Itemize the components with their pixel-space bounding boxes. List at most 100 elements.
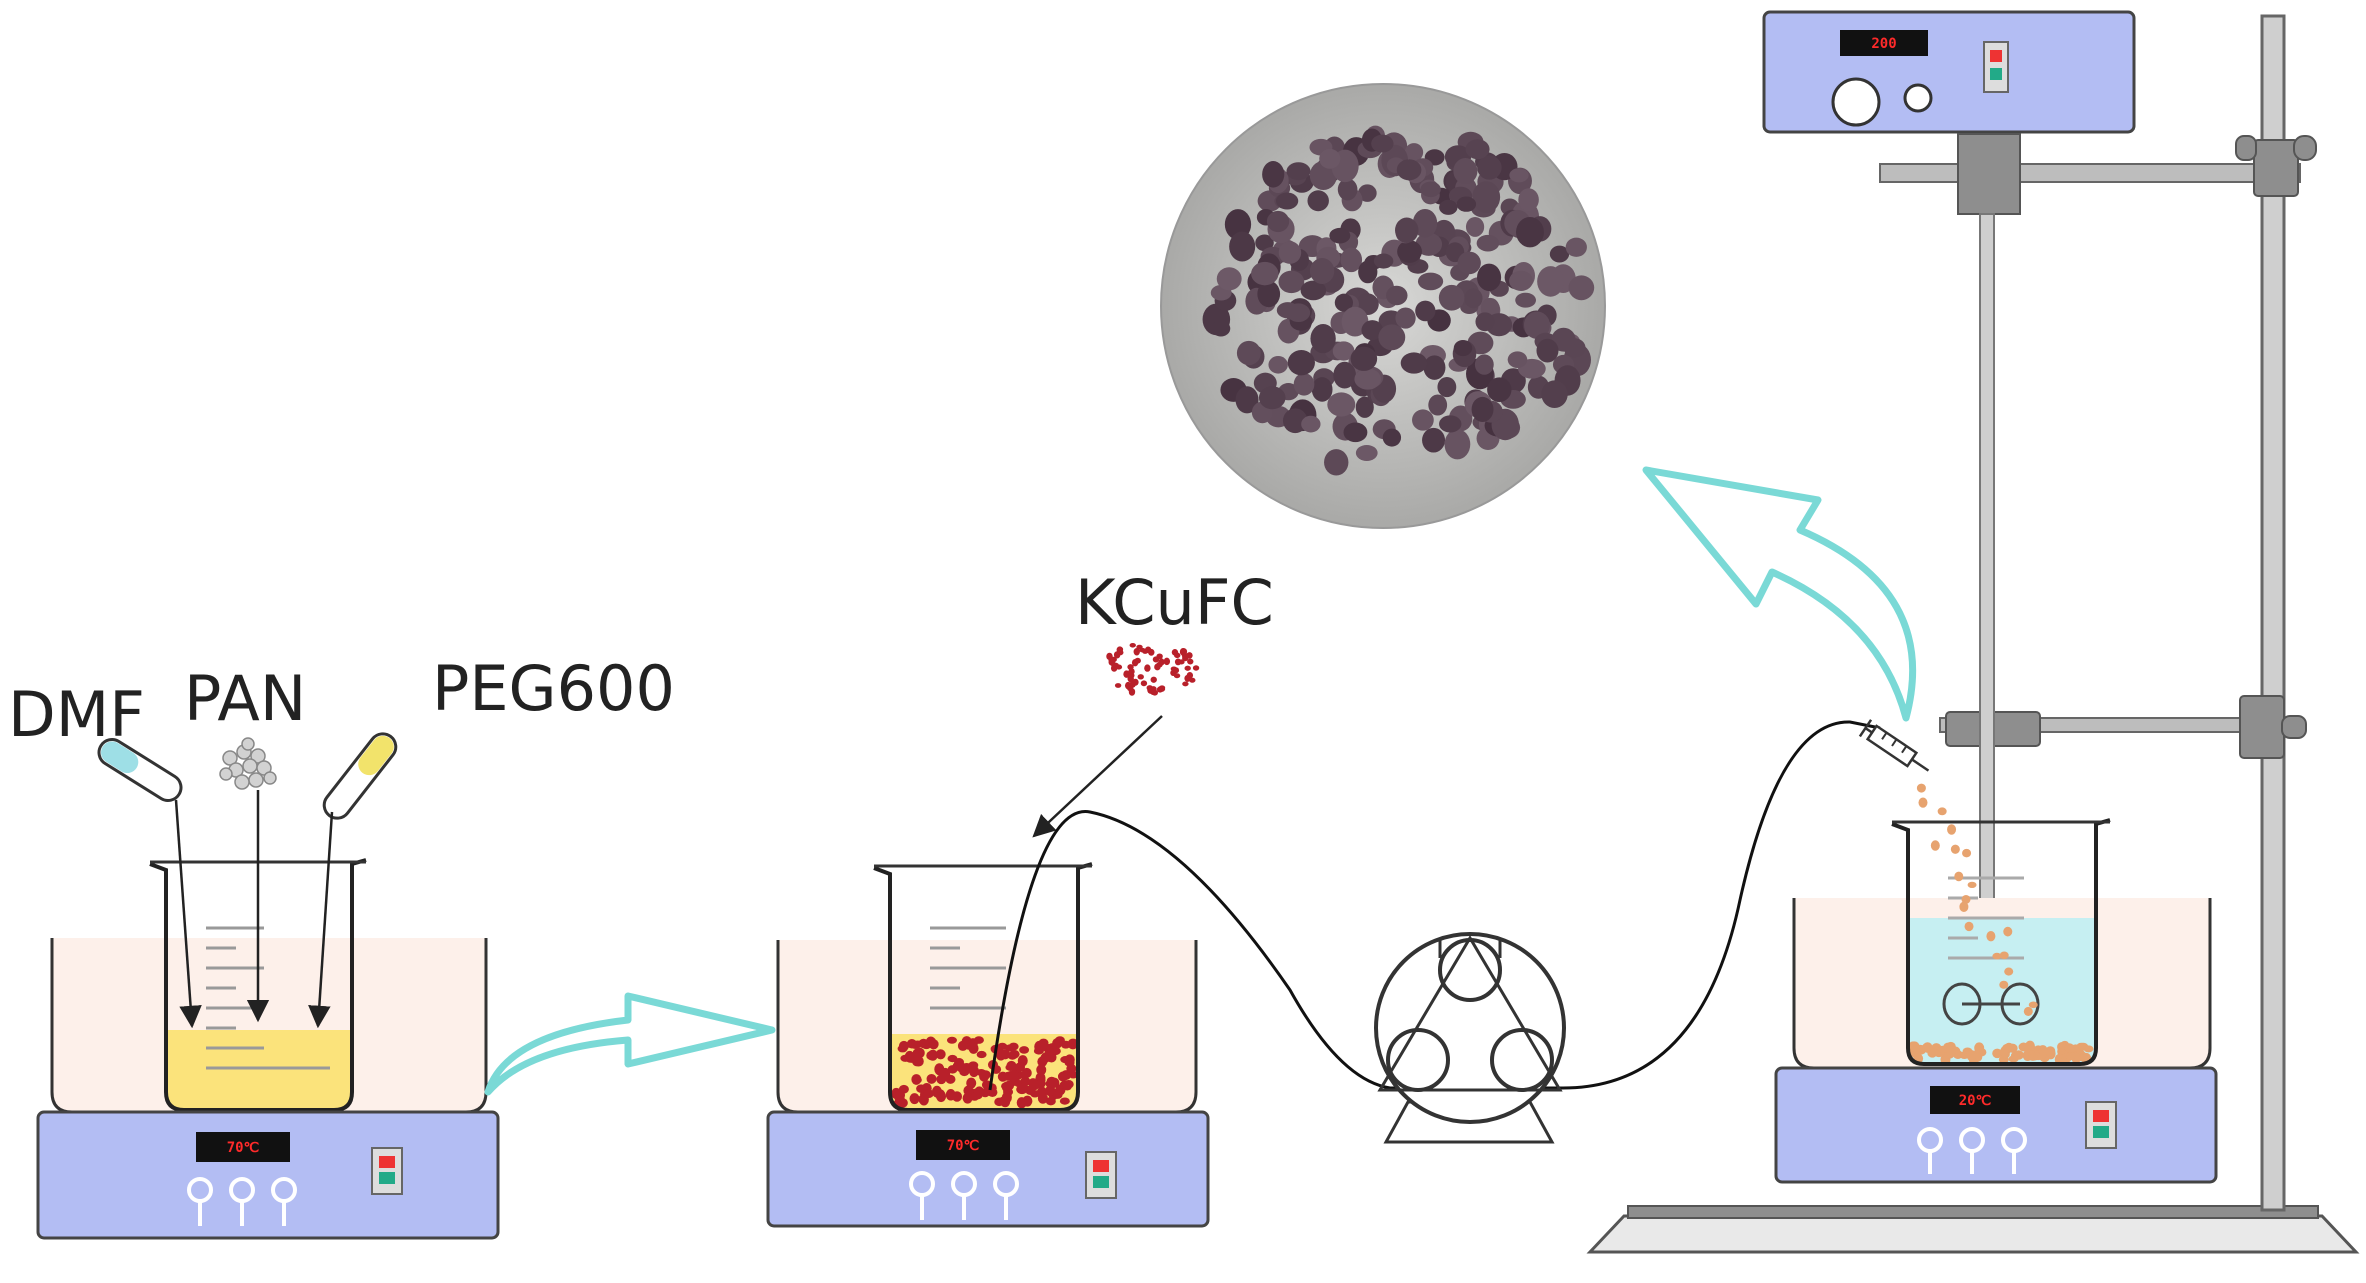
dmf-label: DMF xyxy=(8,678,145,751)
mixture-particle xyxy=(1001,1082,1012,1091)
photo-bead xyxy=(1357,184,1377,202)
mixture-particle xyxy=(1044,1047,1055,1056)
photo-bead xyxy=(1251,261,1279,286)
photo-bead xyxy=(1412,208,1438,238)
photo-bead xyxy=(1437,376,1457,398)
photo-bead xyxy=(1471,396,1494,422)
sediment-bead xyxy=(2027,1053,2038,1061)
mixture-particle xyxy=(1064,1054,1075,1066)
photo-bead xyxy=(1268,355,1288,374)
mixture-particle xyxy=(1059,1097,1070,1105)
mixture-particle xyxy=(935,1049,946,1060)
photo-bead xyxy=(1415,232,1443,256)
droplet xyxy=(2004,967,2014,976)
stage-1-mixing: 70℃ xyxy=(8,652,675,1240)
mixture-particle xyxy=(1001,1091,1012,1104)
mixture-particle xyxy=(911,1074,922,1085)
photo-bead xyxy=(1229,231,1256,262)
sediment-bead xyxy=(2057,1041,2068,1052)
photo-bead xyxy=(1332,341,1355,361)
droplet xyxy=(1999,951,2009,960)
kcufc-particle xyxy=(1128,688,1136,696)
photo-bead xyxy=(1319,148,1341,169)
kcufc-particle xyxy=(1163,657,1171,666)
stage-2-blending: 70℃ KCuFC xyxy=(766,566,1274,1228)
photo-bead xyxy=(1371,134,1394,153)
pan-powder-icon xyxy=(219,737,277,790)
hotplate-2: 70℃ xyxy=(766,1110,1210,1228)
photo-bead xyxy=(1301,415,1321,433)
photo-bead xyxy=(1211,320,1231,337)
photo-bead xyxy=(1286,162,1311,181)
mixture-particle xyxy=(1015,1062,1026,1072)
photo-bead xyxy=(1358,260,1378,284)
sediment-bead xyxy=(1974,1042,1985,1054)
droplet xyxy=(1950,844,1960,854)
photo-bead xyxy=(1523,311,1550,339)
mixture-particle xyxy=(928,1039,939,1050)
photo-bead xyxy=(1300,280,1327,301)
photo-bead xyxy=(1420,181,1441,198)
beaker-3 xyxy=(1891,783,2111,1066)
photo-bead xyxy=(1255,234,1274,252)
mixture-particle xyxy=(957,1040,968,1051)
droplet xyxy=(1947,824,1957,835)
mixture-particle xyxy=(956,1062,967,1073)
pan-label: PAN xyxy=(184,662,306,735)
photo-bead xyxy=(1354,368,1382,390)
droplet xyxy=(2003,926,2013,937)
mixture-particle xyxy=(1029,1090,1040,1098)
mixture-particle xyxy=(1045,1088,1056,1097)
photo-bead xyxy=(1415,300,1436,322)
flow-arrow-2 xyxy=(1642,466,1917,722)
flow-arrow-1 xyxy=(484,992,776,1096)
kcufc-particle xyxy=(1148,648,1155,656)
photo-bead xyxy=(1395,217,1419,243)
photo-bead xyxy=(1457,251,1481,275)
photo-bead xyxy=(1423,355,1446,380)
kcufc-particle xyxy=(1178,659,1185,665)
photo-bead xyxy=(1378,324,1406,351)
kcufc-particle xyxy=(1174,652,1181,659)
photo-bead xyxy=(1487,377,1512,403)
photo-bead xyxy=(1276,192,1299,210)
droplet xyxy=(1964,921,1974,932)
photo-bead xyxy=(1355,444,1378,461)
kcufc-particle xyxy=(1184,674,1191,682)
droplet xyxy=(1937,807,1947,816)
hotplate-2-display: 70℃ xyxy=(947,1138,980,1154)
mixture-particle xyxy=(1060,1040,1071,1049)
droplet xyxy=(1967,881,1977,889)
test-tube-icon xyxy=(322,732,398,820)
mixture-particle xyxy=(1037,1092,1048,1104)
photo-bead xyxy=(1515,292,1536,308)
mixture-particle xyxy=(1007,1051,1018,1060)
photo-bead xyxy=(1236,340,1261,366)
mixture-particle xyxy=(976,1068,987,1077)
photo-bead xyxy=(1404,143,1424,162)
kcufc-particle xyxy=(1111,662,1118,669)
photo-bead xyxy=(1477,155,1502,180)
mixture-particle xyxy=(968,1042,979,1054)
mixture-particle xyxy=(926,1073,937,1084)
falling-droplets xyxy=(1916,783,2038,1017)
photo-bead xyxy=(1395,307,1416,329)
kcufc-particle xyxy=(1133,648,1140,656)
droplet xyxy=(1930,840,1940,851)
kcufc-particle xyxy=(1150,676,1157,683)
photo-bead xyxy=(1361,320,1384,341)
syringe-icon xyxy=(1858,719,1930,772)
kcufc-particle xyxy=(1110,656,1117,663)
photo-bead xyxy=(1355,396,1374,418)
photo-bead xyxy=(1386,285,1408,306)
photo-bead xyxy=(1307,190,1329,212)
mixture-particle xyxy=(947,1054,958,1063)
sediment-bead xyxy=(1946,1045,1957,1057)
photo-bead xyxy=(1453,158,1478,185)
droplet xyxy=(1959,901,1969,913)
photo-bead xyxy=(1428,394,1448,416)
photo-bead xyxy=(1509,168,1529,183)
kcufc-particle xyxy=(1140,680,1148,687)
photo-bead xyxy=(1541,380,1568,409)
